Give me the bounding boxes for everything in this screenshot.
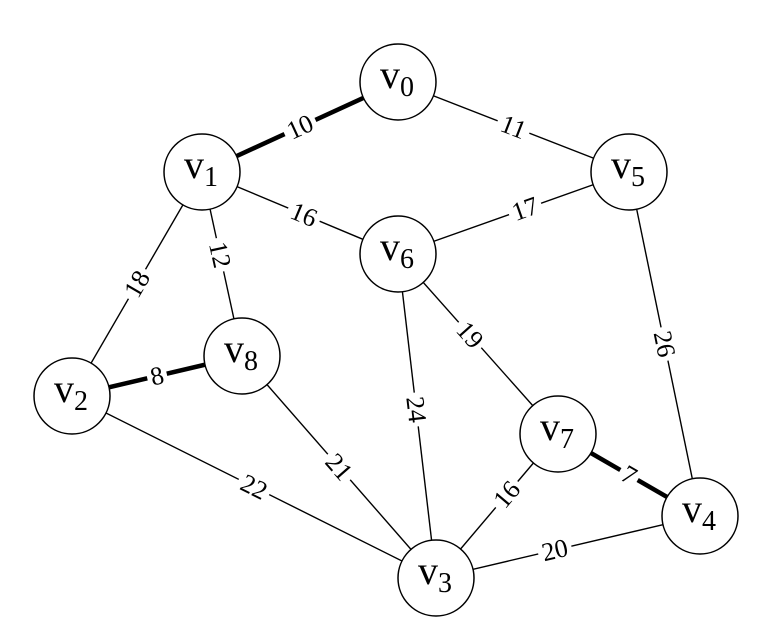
edge-weight-background [144,361,170,391]
node-label-v2: v2 [54,366,88,417]
edge-weight-group: 20 [535,533,575,567]
edge-weight-v6-v3: 24 [400,395,432,424]
node-label-v7: v7 [540,404,574,455]
edge-weight-v8-v3: 21 [320,448,359,487]
node-circle-v8 [203,317,281,395]
edge-weight-v1-v8: 12 [203,239,237,271]
edge-weight-group: 18 [117,262,157,306]
edge-weight-group: 22 [232,467,276,507]
node-circle-v7 [519,395,597,473]
node-v1: v1 [163,133,241,211]
node-label-subscript: 5 [631,162,645,193]
node-v0: v0 [359,43,437,121]
edge-weight-group: 16 [283,196,325,234]
edge-weight-background [504,190,546,227]
edge-weight-group: 21 [318,445,360,489]
edge-weight-background [492,108,535,146]
edge-weight-v1-v2: 18 [118,265,156,302]
node-v4: v4 [661,477,739,555]
edge-weight-v3-v4: 20 [539,533,571,567]
node-v2: v2 [33,357,111,435]
node-circle-v0 [359,43,437,121]
edge-weight-background [401,391,432,428]
node-label-base: v [682,486,702,531]
node-label-v1: v1 [184,142,218,193]
node-label-base: v [54,366,74,411]
edge-weight-background [283,196,325,234]
node-label-subscript: 0 [400,72,414,103]
edge-weight-v5-v4: 26 [648,328,682,359]
edge-weight-background [535,533,575,567]
edge-weight-group: 24 [400,391,432,428]
edge-weight-group: 26 [648,324,682,364]
node-label-subscript: 3 [438,568,452,599]
edge-weight-v6-v7: 19 [451,316,490,355]
node-circle-v3 [397,539,475,617]
edge-weight-background [232,467,276,507]
node-label-v5: v5 [611,142,645,193]
edge-weight-group: 17 [504,190,546,227]
node-circle-v5 [590,133,668,211]
node-label-base: v [184,142,204,187]
edge-weight-v7-v3: 16 [487,475,526,514]
node-label-v3: v3 [418,548,452,599]
node-v6: v6 [359,215,437,293]
edge-weight-group: 8 [144,360,170,392]
node-label-base: v [380,52,400,97]
edge-weight-group: 12 [203,235,237,275]
edge-weight-background [279,108,321,146]
node-v7: v7 [519,395,597,473]
edge-weight-v2-v8: 8 [147,360,166,391]
edge-weight-group: 11 [492,108,535,146]
edge-weight-group: 7 [613,458,645,492]
edge-weight-group: 10 [279,108,321,146]
node-v8: v8 [203,317,281,395]
edge-weight-background [448,313,492,357]
node-label-subscript: 8 [244,346,258,377]
edge-weight-background [613,458,645,492]
node-circle-v2 [33,357,111,435]
edge-weight-background [117,262,157,306]
node-circle-v6 [359,215,437,293]
edge-weight-background [203,235,237,275]
node-label-subscript: 1 [204,162,218,193]
node-circle-v1 [163,133,241,211]
node-label-base: v [418,548,438,593]
node-label-subscript: 2 [74,386,88,417]
node-label-base: v [224,326,244,371]
node-label-base: v [611,142,631,187]
node-label-subscript: 6 [400,244,414,275]
node-label-base: v [540,404,560,449]
edge-weight-background [318,445,360,489]
node-label-subscript: 7 [560,424,574,455]
node-label-v8: v8 [224,326,258,377]
node-label-v0: v0 [380,52,414,103]
edge-weight-group: 16 [485,473,528,516]
edge-weight-v2-v3: 22 [236,468,272,506]
edge-weight-group: 19 [448,313,492,357]
node-circle-v4 [661,477,739,555]
node-label-base: v [380,224,400,269]
node-label-v6: v6 [380,224,414,275]
node-label-subscript: 4 [702,506,716,537]
node-v5: v5 [590,133,668,211]
edge-weight-background [648,324,681,364]
node-v3: v3 [397,539,475,617]
node-label-v4: v4 [682,486,716,537]
edge-weight-background [485,473,528,516]
